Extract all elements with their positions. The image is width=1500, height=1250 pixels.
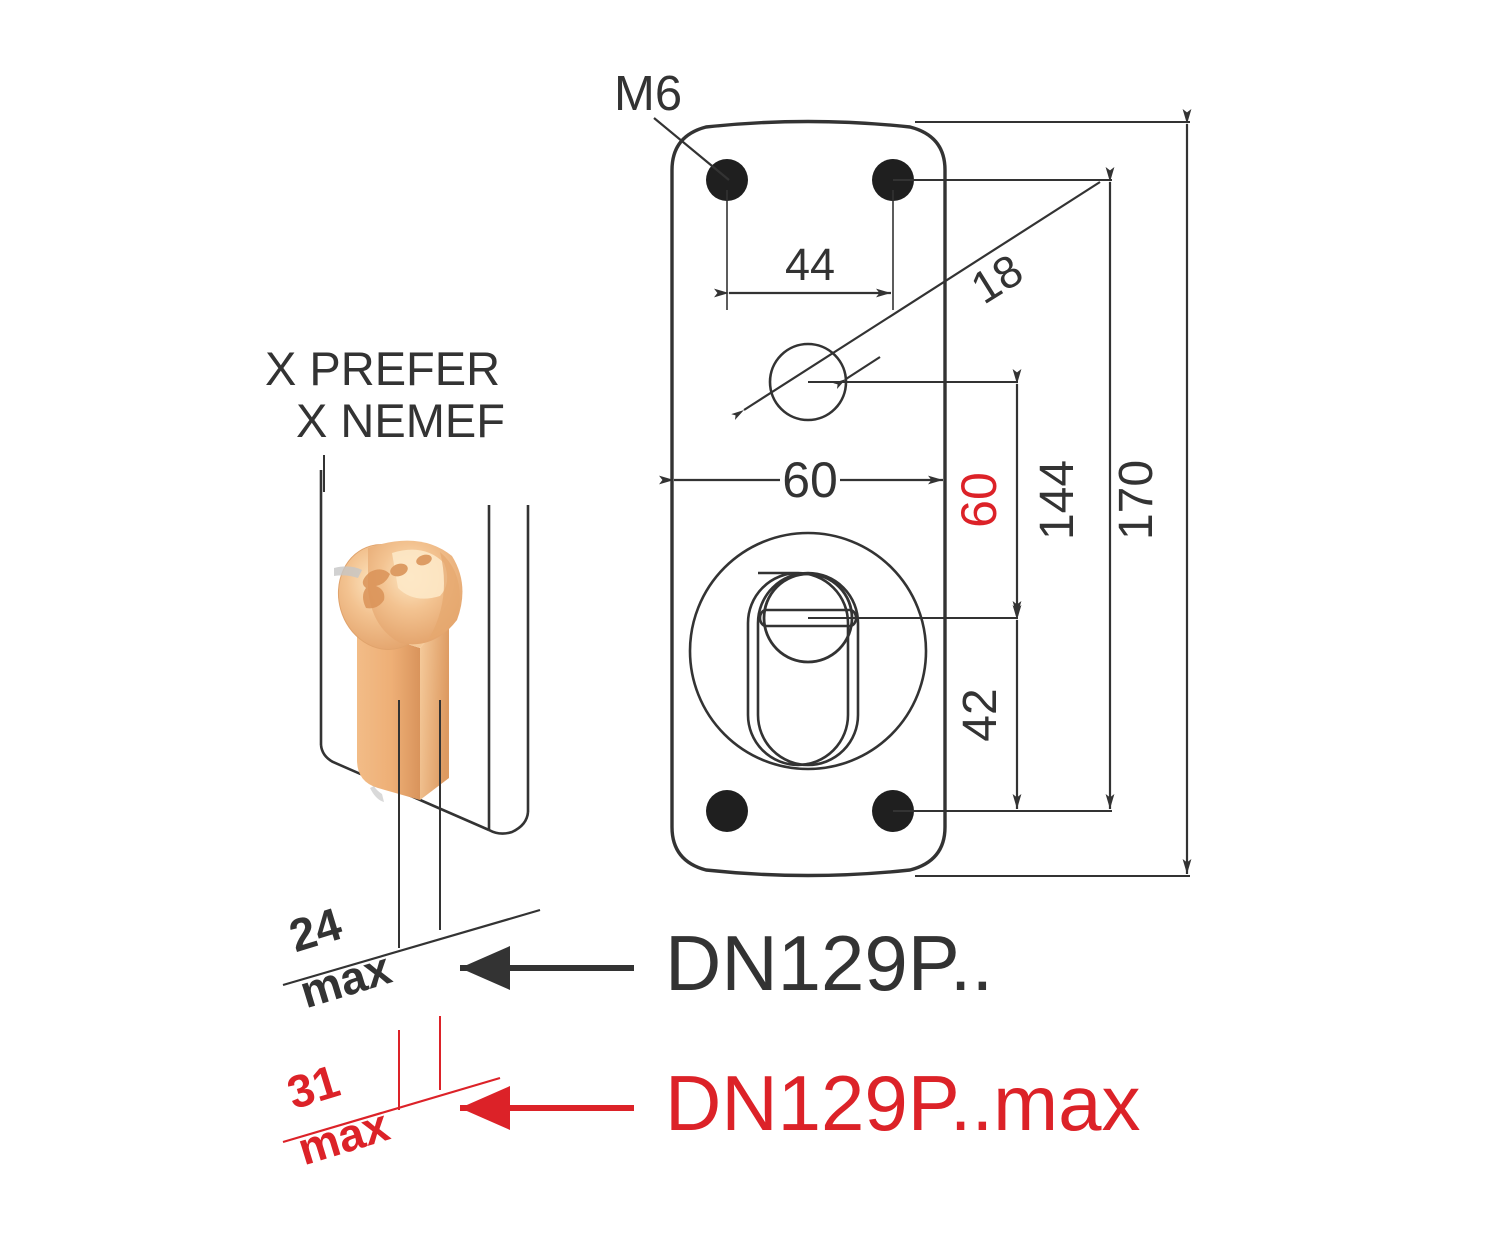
- dimension-18: 18: [731, 181, 1101, 420]
- cylinder-body-front: [357, 628, 420, 800]
- m6-callout: M6: [614, 67, 730, 181]
- dimension-18-label: 18: [962, 244, 1031, 314]
- dimension-144-label: 144: [1031, 460, 1084, 540]
- door-note-line-1: X PREFER: [265, 342, 500, 395]
- dimension-60-width-label: 60: [782, 452, 838, 508]
- keyhole-escutcheon: [688, 531, 928, 771]
- dimension-44-label: 44: [785, 239, 835, 290]
- euro-cylinder-3d: [334, 540, 463, 802]
- cylinder-body-side: [420, 614, 449, 800]
- dim-leader-18: [731, 181, 1101, 420]
- dimension-24-max: 24 max: [282, 897, 541, 1018]
- door-note: X PREFER X NEMEF: [265, 342, 505, 447]
- dim-line-24: [282, 908, 541, 987]
- keyway-slot: [766, 608, 850, 628]
- door-note-line-2: X NEMEF: [296, 394, 505, 447]
- m6-leader-line: [653, 117, 730, 181]
- dimension-60-red-label: 60: [951, 472, 1007, 528]
- cylinder-drum-shading: [428, 552, 460, 640]
- dimension-44: 44: [714, 190, 894, 310]
- plate-front-view: [670, 119, 947, 878]
- dimension-170-label: 170: [1110, 460, 1163, 540]
- cylinder-pin-hole-1: [390, 563, 408, 577]
- dimension-60-width: 60: [659, 440, 947, 520]
- callout-max: DN129P..max: [460, 1059, 1140, 1147]
- cylinder-cam-tab: [370, 786, 384, 802]
- mounting-hole-bottom-left: [706, 790, 748, 832]
- callout-standard: DN129P..: [460, 919, 993, 1007]
- dimension-24-value: 24: [283, 897, 348, 962]
- cylinder-keyway: [362, 569, 390, 609]
- escutcheon-outer-circle: [688, 531, 928, 771]
- door-bottom-near-edge: [488, 811, 530, 835]
- dimension-42-label: 42: [954, 688, 1007, 741]
- dimension-31-value: 31: [281, 1054, 345, 1119]
- cylinder-drum-top-highlight: [392, 549, 448, 599]
- m6-label: M6: [614, 67, 682, 121]
- cylinder-pin-hole-2: [416, 554, 432, 566]
- door-bottom-far-edge: [319, 744, 490, 832]
- callout-standard-label: DN129P..: [665, 919, 993, 1007]
- dimension-31-max: 31 max: [281, 1054, 501, 1175]
- vertical-dimension-chain: 60 42 144 170: [808, 109, 1192, 877]
- dim-leader-18-inner-arrow: [833, 356, 881, 390]
- callout-max-label: DN129P..max: [665, 1059, 1140, 1147]
- door-section-view: [319, 455, 530, 1110]
- cylinder-fixing-tab: [334, 566, 362, 578]
